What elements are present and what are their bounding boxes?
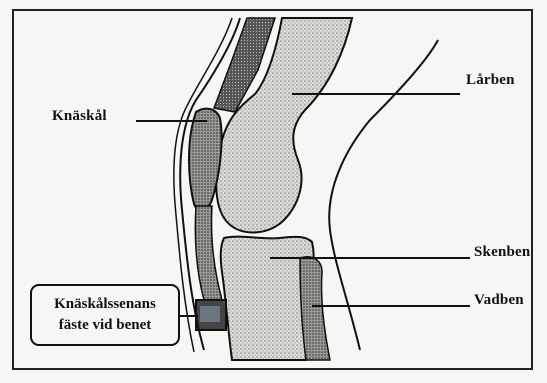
label-fibula: Vadben <box>474 292 524 309</box>
label-patella: Knäskål <box>52 108 107 125</box>
patellar-tendon <box>195 206 222 300</box>
tendon-attachment-note: Knäskålssenans fäste vid benet <box>30 284 180 346</box>
note-line-1: Knäskålssenans <box>54 294 156 315</box>
skin-back-outline <box>329 40 438 350</box>
fibula-bone <box>300 257 330 360</box>
label-femur: Lårben <box>466 72 515 89</box>
tibia-bone <box>221 237 314 360</box>
label-tibia: Skenben <box>474 244 530 261</box>
note-line-2: fäste vid benet <box>59 315 152 336</box>
